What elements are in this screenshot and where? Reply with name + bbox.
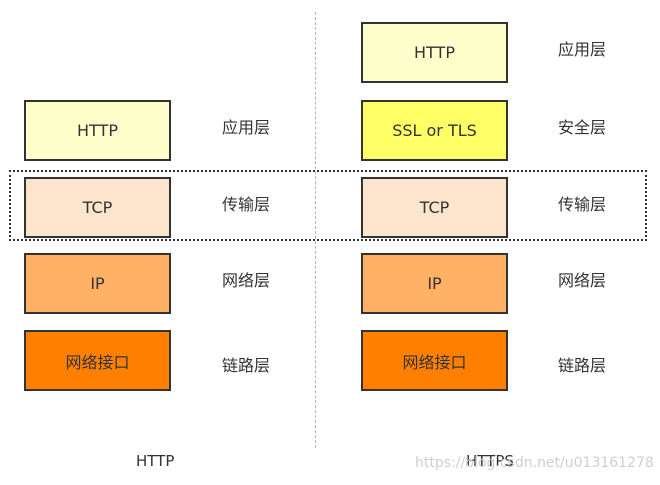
left-ip-box-text: IP [90, 274, 105, 293]
right-ssl-tls-box: SSL or TLS [361, 100, 508, 161]
right-ssl-tls-box-text: SSL or TLS [392, 121, 477, 140]
right-network-layer-label: 网络层 [558, 271, 607, 290]
left-link-layer-label: 链路层 [222, 356, 271, 375]
left-application-layer-label: 应用层 [222, 118, 271, 137]
http-column-label: HTTP [136, 452, 175, 470]
https-column-label: HTTPS [466, 452, 514, 470]
right-application-layer-label: 应用层 [558, 40, 607, 59]
right-network-interface-box-text: 网络接口 [402, 352, 467, 372]
right-ip-box: IP [361, 253, 508, 314]
left-network-layer-label: 网络层 [222, 271, 271, 290]
right-http-box-text: HTTP [414, 43, 455, 62]
right-transport-layer-label: 传输层 [558, 195, 607, 214]
right-network-interface-box: 网络接口 [361, 330, 508, 391]
left-tcp-box-text: TCP [82, 198, 113, 217]
column-divider [315, 12, 316, 448]
transport-layer-highlight [9, 170, 647, 241]
right-security-layer-label: 安全层 [558, 118, 607, 137]
right-tcp-box: TCP [361, 177, 508, 238]
left-network-interface-box: 网络接口 [24, 330, 171, 391]
left-ip-box: IP [24, 253, 171, 314]
left-transport-layer-label: 传输层 [222, 195, 271, 214]
right-ip-box-text: IP [427, 274, 442, 293]
right-link-layer-label: 链路层 [558, 356, 607, 375]
watermark: https://blog.csdn.net/u013161278 [415, 455, 654, 471]
right-http-box: HTTP [361, 22, 508, 83]
left-http-box-text: HTTP [77, 121, 118, 140]
left-network-interface-box-text: 网络接口 [65, 352, 130, 372]
right-tcp-box-text: TCP [419, 198, 450, 217]
left-tcp-box: TCP [24, 177, 171, 238]
left-http-box: HTTP [24, 100, 171, 161]
